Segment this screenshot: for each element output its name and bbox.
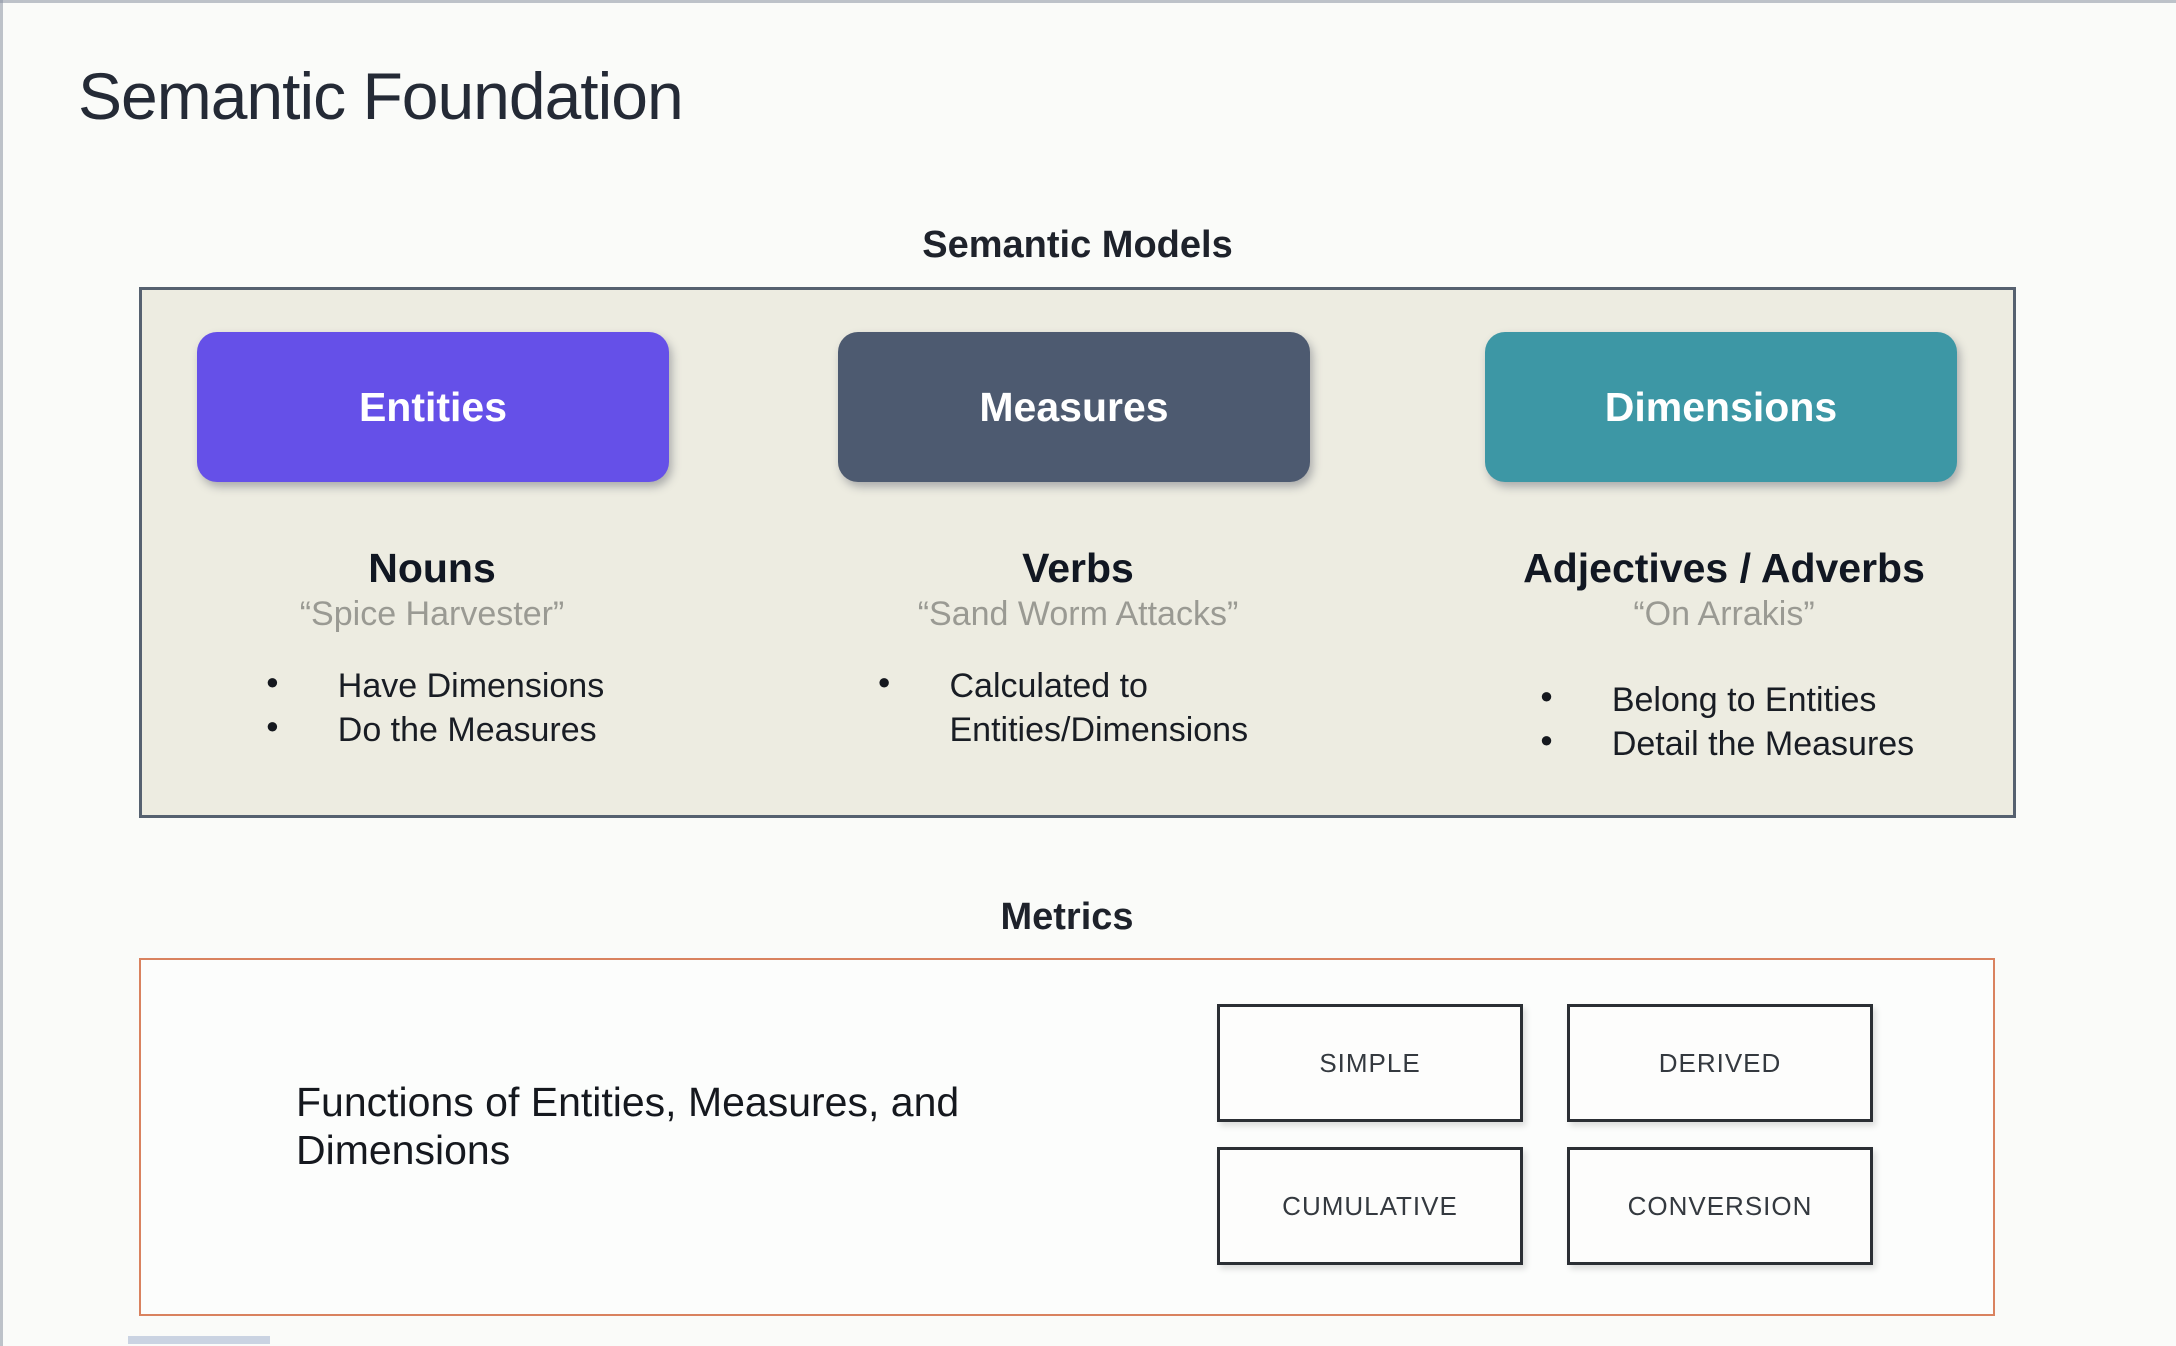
dimensions-column: Adjectives / Adverbs “On Arrakis” Belong… (1444, 545, 2004, 766)
entities-word-type: Nouns (368, 545, 496, 591)
entities-bullet-list: Have Dimensions Do the Measures (260, 664, 604, 752)
dimensions-bullet-list: Belong to Entities Detail the Measures (1534, 678, 1914, 766)
window-border-top (0, 0, 2176, 3)
measures-bullet-list: Calculated to Entities/Dimensions (872, 664, 1285, 752)
metric-type-conversion: CONVERSION (1567, 1147, 1873, 1265)
window-border-left (0, 0, 3, 1346)
measures-column: Verbs “Sand Worm Attacks” Calculated to … (798, 545, 1358, 752)
entities-column: Nouns “Spice Harvester” Have Dimensions … (152, 545, 712, 752)
measures-word-type: Verbs (1022, 545, 1134, 591)
semantic-models-panel: Entities Measures Dimensions Nouns “Spic… (139, 287, 2016, 818)
entities-pill: Entities (197, 332, 669, 482)
dimensions-word-type: Adjectives / Adverbs (1523, 545, 1925, 591)
metric-type-simple: SIMPLE (1217, 1004, 1523, 1122)
page-title: Semantic Foundation (78, 59, 684, 133)
metrics-panel: Functions of Entities, Measures, and Dim… (139, 958, 1995, 1316)
dimensions-example-quote: “On Arrakis” (1633, 595, 1815, 634)
bullet-item: Have Dimensions (260, 664, 604, 708)
video-progress-artifact (128, 1336, 270, 1344)
bullet-item: Calculated to Entities/Dimensions (872, 664, 1285, 752)
dimensions-pill: Dimensions (1485, 332, 1957, 482)
bullet-item: Do the Measures (260, 708, 604, 752)
measures-example-quote: “Sand Worm Attacks” (917, 595, 1239, 634)
metrics-description: Functions of Entities, Measures, and Dim… (296, 1079, 960, 1174)
measures-pill: Measures (838, 332, 1310, 482)
bullet-item: Detail the Measures (1534, 722, 1914, 766)
metric-type-cumulative: CUMULATIVE (1217, 1147, 1523, 1265)
metric-type-derived: DERIVED (1567, 1004, 1873, 1122)
entities-example-quote: “Spice Harvester” (299, 595, 565, 634)
bullet-item: Belong to Entities (1534, 678, 1914, 722)
metrics-heading: Metrics (1000, 896, 1134, 938)
semantic-models-heading: Semantic Models (922, 224, 1233, 266)
